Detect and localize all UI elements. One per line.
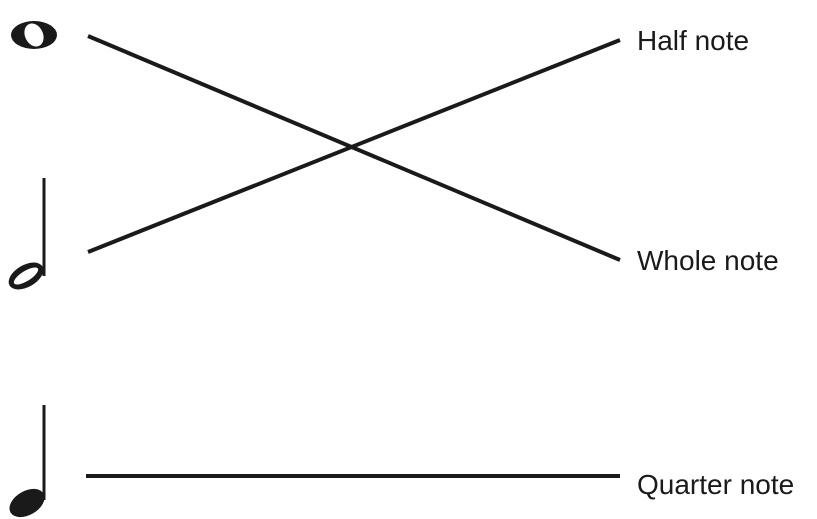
half-note-icon bbox=[8, 178, 46, 290]
label-half-note: Half note bbox=[637, 25, 749, 56]
whole-note-icon bbox=[11, 21, 57, 49]
connector-half-to-half-note bbox=[87, 38, 621, 254]
quarter-note-icon bbox=[9, 405, 46, 518]
label-whole-note: Whole note bbox=[637, 245, 779, 276]
label-quarter-note: Quarter note bbox=[637, 469, 794, 500]
